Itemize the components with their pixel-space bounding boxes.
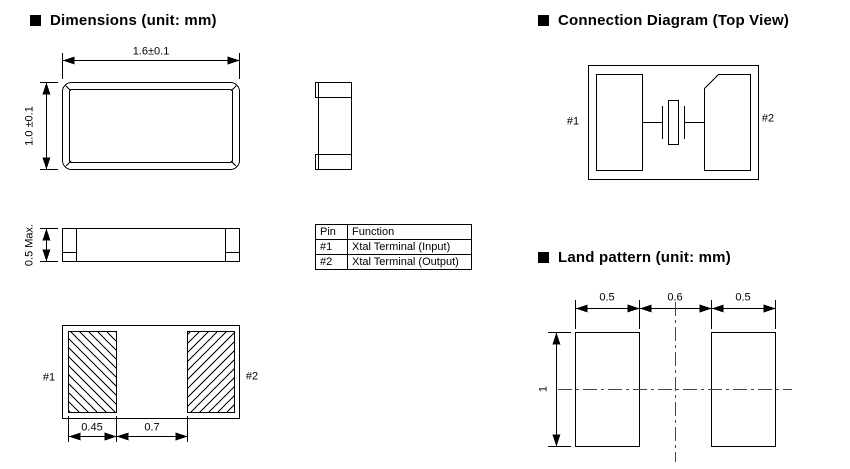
section-dimensions-title: Dimensions (unit: mm) bbox=[50, 12, 217, 29]
pin-cell: #1 bbox=[315, 239, 348, 255]
function-column-header: Function bbox=[347, 224, 472, 240]
package-front-view bbox=[62, 228, 240, 262]
front-view-dimension-lines bbox=[40, 228, 58, 262]
table-header-row: Pin Function bbox=[315, 224, 472, 240]
pin-function-table: Pin Function #1 Xtal Terminal (Input) #2… bbox=[315, 224, 472, 270]
top-view-dimension-lines bbox=[40, 53, 240, 170]
land-pattern-dimension-lines bbox=[548, 300, 776, 447]
function-cell: Xtal Terminal (Output) bbox=[347, 254, 472, 270]
table-row: #1 Xtal Terminal (Input) bbox=[315, 239, 472, 255]
package-side-view bbox=[315, 82, 352, 170]
connection-outline bbox=[588, 65, 759, 180]
package-outline bbox=[62, 82, 240, 170]
dim-front-height-label: 0.5 Max. bbox=[23, 223, 36, 267]
land-pattern-center-lines bbox=[558, 302, 792, 462]
section-bullet-icon bbox=[538, 15, 549, 26]
section-connection-header: Connection Diagram (Top View) bbox=[538, 12, 789, 29]
land-gap-label: 0.6 bbox=[667, 291, 683, 304]
land-height-label: 1 bbox=[537, 385, 550, 393]
pin-column-header: Pin bbox=[315, 224, 348, 240]
land-right-pad-width-label: 0.5 bbox=[735, 291, 751, 304]
electrode-pin1 bbox=[596, 74, 643, 171]
dim-top-height-label: 1.0 ±0.1 bbox=[23, 106, 36, 146]
bottom-pad-2 bbox=[187, 331, 235, 413]
dim-pad-width-label: 0.45 bbox=[81, 421, 103, 434]
pin-cell: #2 bbox=[315, 254, 348, 270]
connection-pin2-label: #2 bbox=[761, 112, 775, 125]
side-terminal-bottom bbox=[315, 154, 319, 170]
connection-diagram bbox=[588, 65, 759, 180]
electrode-pin2 bbox=[704, 74, 751, 171]
section-land-title: Land pattern (unit: mm) bbox=[558, 249, 731, 266]
package-top-view bbox=[62, 82, 240, 170]
bottom-view-pin2-label: #2 bbox=[245, 370, 259, 383]
dim-pad-gap-label: 0.7 bbox=[144, 421, 160, 434]
section-bullet-icon bbox=[538, 252, 549, 263]
table-row: #2 Xtal Terminal (Output) bbox=[315, 254, 472, 270]
function-cell: Xtal Terminal (Input) bbox=[347, 239, 472, 255]
crystal-symbol bbox=[642, 100, 705, 145]
connection-pin1-label: #1 bbox=[566, 115, 580, 128]
package-inner-seam bbox=[69, 89, 233, 163]
section-dimensions-header: Dimensions (unit: mm) bbox=[30, 12, 217, 29]
bottom-view-pin1-label: #1 bbox=[42, 371, 56, 384]
section-bullet-icon bbox=[30, 15, 41, 26]
bottom-pad-1 bbox=[68, 331, 117, 413]
bottom-view-dimension-lines bbox=[68, 416, 188, 442]
section-land-header: Land pattern (unit: mm) bbox=[538, 249, 731, 266]
package-bottom-view bbox=[62, 325, 240, 419]
side-terminal-top bbox=[315, 82, 319, 98]
land-left-pad-width-label: 0.5 bbox=[599, 291, 615, 304]
section-connection-title: Connection Diagram (Top View) bbox=[558, 12, 790, 29]
dim-top-width-label: 1.6±0.1 bbox=[132, 45, 170, 58]
